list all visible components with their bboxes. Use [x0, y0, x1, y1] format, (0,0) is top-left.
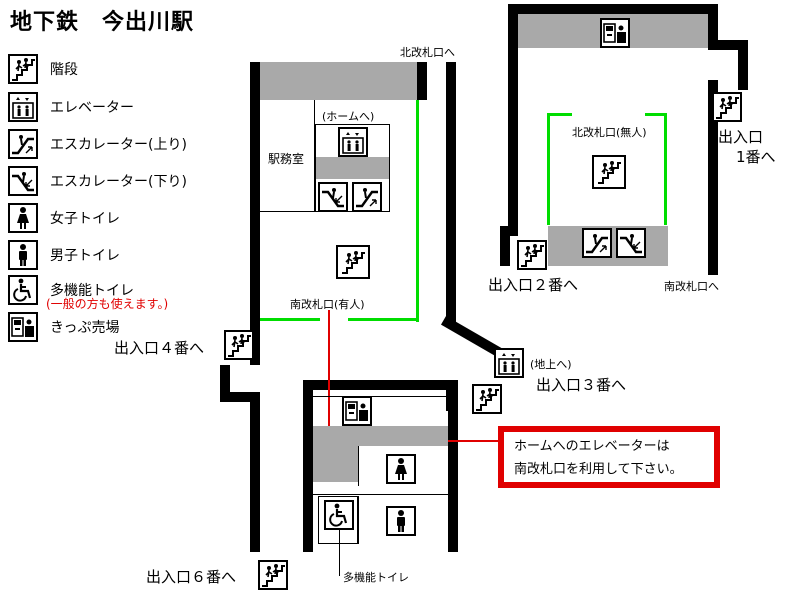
- floor-area: [313, 426, 448, 446]
- wall: [220, 365, 230, 400]
- legend-label: エスカレーター(上り): [50, 137, 187, 153]
- escalator-down-icon: [318, 182, 348, 212]
- gate-line: [645, 113, 667, 116]
- escalator-up-icon: [352, 182, 382, 212]
- wall: [303, 380, 313, 552]
- wall: [508, 4, 518, 236]
- legend-item-ticket: きっぷ売場: [8, 310, 119, 344]
- ticket-machine-icon: [600, 18, 630, 48]
- mens-toilet-icon: [386, 506, 416, 536]
- multipurpose-toilet-label: 多機能トイレ: [343, 571, 409, 584]
- legend-item-escalator-up: エスカレーター(上り): [8, 127, 187, 161]
- wall: [448, 390, 458, 552]
- elevator-icon: [338, 127, 368, 157]
- accessible-toilet-icon: [8, 275, 38, 305]
- ticket-area: [313, 396, 448, 427]
- legend-item-mens-toilet: 男子トイレ: [8, 238, 120, 272]
- gate-line: [547, 113, 572, 116]
- exit-3-label: 出入口３番へ: [536, 376, 627, 394]
- gate-line: [260, 318, 320, 321]
- gate-line: [664, 113, 667, 225]
- gate-line: [547, 113, 550, 225]
- legend-note: (一般の方も使えます。): [46, 297, 169, 311]
- legend-item-womens-toilet: 女子トイレ: [8, 201, 120, 235]
- legend-item-accessible-toilet: 多機能トイレ: [8, 273, 134, 307]
- legend-label: 男子トイレ: [50, 248, 120, 264]
- elevator-icon: [8, 92, 38, 122]
- elevator-icon: [494, 348, 524, 378]
- route-line: [328, 310, 330, 442]
- wall: [708, 40, 748, 50]
- stairs-icon: [592, 155, 626, 189]
- stairs-icon: [224, 330, 254, 360]
- wall: [220, 392, 260, 402]
- escalator-up-icon: [582, 228, 612, 258]
- mens-toilet-room: [358, 496, 448, 544]
- wall: [250, 62, 260, 365]
- floor-area: [313, 446, 358, 482]
- exit-4-label: 出入口４番へ: [114, 339, 205, 357]
- station-office-label: 駅務室: [268, 152, 305, 166]
- legend-label: きっぷ売場: [50, 320, 120, 336]
- north-gate-direction-label: 北改札口へ: [400, 46, 455, 59]
- gate-line: [348, 318, 418, 321]
- gate-line: [416, 100, 419, 322]
- stairs-icon: [517, 240, 547, 270]
- stairs-icon: [8, 54, 38, 84]
- north-gate-unstaffed-label: 北改札口(無人): [572, 126, 647, 139]
- womens-toilet-icon: [8, 203, 38, 233]
- legend-label: 階段: [50, 62, 78, 78]
- stairs-icon: [472, 384, 502, 414]
- accessible-toilet-icon: [324, 500, 354, 530]
- south-gate-staffed-label: 南改札口(有人): [290, 298, 365, 311]
- exit-1-label-line2: 1番へ: [736, 148, 776, 166]
- ticket-machine-icon: [342, 396, 372, 426]
- wall: [250, 392, 260, 552]
- notice-line-2: 南改札口を利用して下さい。: [514, 462, 683, 477]
- to-platform-label: (ホームへ): [322, 110, 375, 123]
- escalator-up-icon: [8, 129, 38, 159]
- legend-label: 女子トイレ: [50, 211, 120, 227]
- stairs-icon: [712, 92, 742, 122]
- legend-item-escalator-down: エスカレーター(下り): [8, 164, 187, 198]
- wall: [708, 80, 718, 275]
- station-office-room: [260, 100, 315, 212]
- accessible-toilet-room: [318, 496, 358, 544]
- exit-6-label: 出入口６番へ: [146, 568, 237, 586]
- stairs-icon: [258, 560, 288, 590]
- wall: [738, 40, 748, 90]
- wall: [303, 380, 458, 390]
- legend-label: 多機能トイレ: [50, 283, 134, 299]
- south-gate-direction-label: 南改札口へ: [664, 280, 719, 293]
- escalator-down-icon: [8, 166, 38, 196]
- divider: [313, 494, 448, 497]
- stairs-icon: [336, 245, 370, 279]
- escalator-down-icon: [616, 228, 646, 258]
- legend-item-elevator: エレベーター: [8, 90, 134, 124]
- to-ground-label: (地上へ): [530, 358, 572, 371]
- legend-item-stairs: 階段: [8, 52, 78, 86]
- notice-line-1: ホームへのエレベーターは: [514, 439, 670, 454]
- exit-1-label: 出入口: [718, 128, 764, 146]
- leader-line: [339, 530, 340, 576]
- wall: [446, 62, 456, 324]
- wall: [500, 226, 510, 266]
- womens-toilet-icon: [386, 454, 416, 484]
- legend-label: エレベーター: [50, 100, 134, 116]
- womens-toilet-room: [358, 446, 448, 486]
- floor-area: [316, 157, 389, 179]
- top-floor-area: [260, 62, 417, 100]
- wall: [508, 4, 718, 14]
- mens-toilet-icon: [8, 240, 38, 270]
- wall: [708, 4, 718, 48]
- page-title: 地下鉄 今出川駅: [10, 10, 195, 35]
- legend-label: エスカレーター(下り): [50, 174, 187, 190]
- wall: [417, 62, 427, 100]
- elevator-notice: ホームへのエレベーターは 南改札口を利用して下さい。: [498, 426, 720, 488]
- exit-2-label: 出入口２番へ: [488, 276, 579, 294]
- ticket-machine-icon: [8, 312, 38, 342]
